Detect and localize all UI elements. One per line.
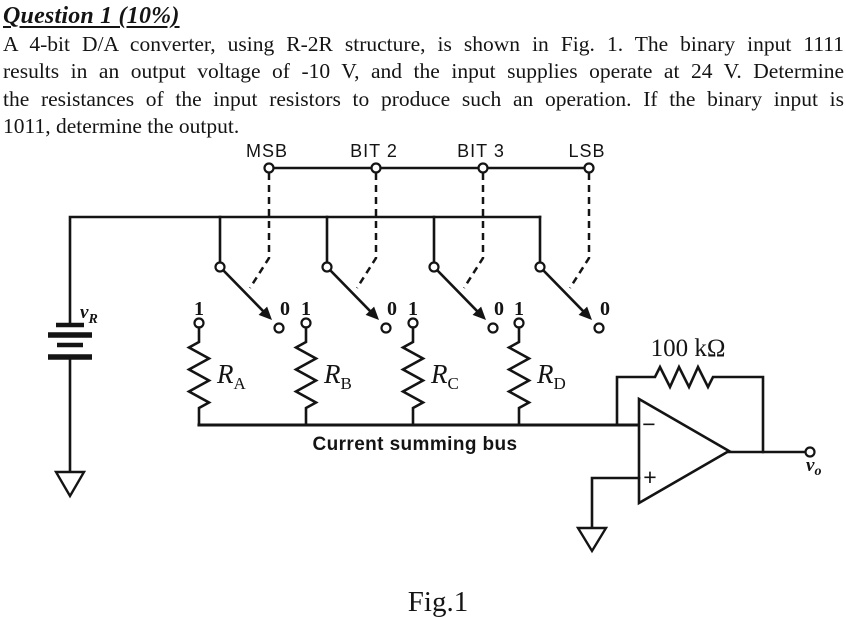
body-line-3: the resistances of the input resistors t… bbox=[3, 86, 844, 111]
reference-supply-rail bbox=[68, 215, 542, 327]
position-0-label: 0 bbox=[494, 298, 504, 320]
question-body: A 4-bit D/A converter, using R-2R struct… bbox=[3, 31, 844, 141]
switch-arrowhead-icon bbox=[578, 306, 592, 320]
resistor-label: RC bbox=[430, 359, 459, 393]
ground-arrow-icon bbox=[575, 526, 609, 554]
bit-node-terminal bbox=[477, 162, 489, 174]
position-0-terminal bbox=[273, 322, 285, 334]
feedback-network: 100 kΩ bbox=[615, 335, 765, 454]
position-0-terminal bbox=[487, 322, 499, 334]
position-0-terminal bbox=[380, 322, 392, 334]
resistor-label: RB bbox=[323, 359, 352, 393]
position-1-terminal bbox=[193, 317, 205, 329]
resistor-label: RD bbox=[536, 359, 566, 393]
switch-arrowhead-icon bbox=[472, 306, 486, 320]
bit-label-bit2: BIT 2 bbox=[350, 141, 398, 161]
position-1-terminal bbox=[300, 317, 312, 329]
switch-arrowhead-icon bbox=[258, 306, 272, 320]
position-1-terminal bbox=[407, 317, 419, 329]
bus-label: Current summing bus bbox=[312, 434, 517, 455]
switch-wiper bbox=[541, 268, 587, 315]
switch-arrowhead-icon bbox=[365, 306, 379, 320]
input-resistor bbox=[186, 326, 212, 427]
opamp: − + bbox=[575, 396, 732, 554]
switch-pivot-terminal bbox=[214, 261, 226, 273]
switch-group-bit3: BIT 3 1 0 RC bbox=[400, 141, 505, 427]
switch-group-msb: MSB 1 0 RA bbox=[186, 141, 290, 427]
switch-wiper bbox=[221, 268, 267, 315]
position-1-terminal bbox=[513, 317, 525, 329]
bit-label-msb: MSB bbox=[246, 141, 288, 161]
resistor-label: RA bbox=[216, 359, 247, 393]
bit-node-terminal bbox=[370, 162, 382, 174]
bit-label-lsb: LSB bbox=[568, 141, 605, 161]
position-0-terminal bbox=[593, 322, 605, 334]
feedback-resistor bbox=[615, 363, 765, 454]
inverting-input-label: − bbox=[642, 411, 655, 437]
control-dashed-link bbox=[462, 173, 485, 289]
switch-group-bit2: BIT 2 1 0 RB bbox=[293, 141, 398, 427]
position-1-label: 1 bbox=[514, 298, 524, 320]
figure-caption: Fig.1 bbox=[408, 586, 468, 617]
input-resistor bbox=[400, 326, 426, 427]
question-text-block: Question 1 (10%) A 4-bit D/A converter, … bbox=[0, 0, 846, 141]
position-0-label: 0 bbox=[387, 298, 397, 320]
bit-label-bit3: BIT 3 bbox=[457, 141, 505, 161]
noninverting-ground-wire bbox=[590, 476, 641, 530]
output-terminal bbox=[804, 446, 816, 458]
body-line-2: results in an output voltage of -10 V, a… bbox=[3, 59, 844, 84]
bit-node-terminal bbox=[583, 162, 595, 174]
body-line-4: 1011, determine the output. bbox=[3, 114, 240, 139]
output-node: vo bbox=[727, 446, 821, 479]
switch-pivot-terminal bbox=[321, 261, 333, 273]
switch-group-lsb: LSB 1 0 RD bbox=[506, 141, 610, 427]
ground-arrow-icon bbox=[53, 470, 87, 499]
source-label: vR bbox=[80, 302, 98, 327]
dac-circuit-figure: vR MSB 1 0 RA BIT 2 1 0 RB bbox=[48, 141, 821, 617]
control-dashed-link bbox=[568, 173, 591, 289]
noninverting-input-label: + bbox=[643, 464, 656, 490]
control-dashed-link bbox=[355, 173, 378, 289]
opamp-triangle bbox=[637, 396, 732, 506]
feedback-resistor-value: 100 kΩ bbox=[651, 335, 726, 362]
input-resistor bbox=[506, 326, 532, 427]
input-resistor bbox=[293, 326, 319, 427]
body-line-1: A 4-bit D/A converter, using R-2R struct… bbox=[3, 32, 844, 56]
control-dashed-link bbox=[248, 173, 271, 289]
switch-wiper bbox=[328, 268, 374, 315]
switch-pivot-terminal bbox=[534, 261, 546, 273]
output-label: vo bbox=[806, 455, 821, 479]
position-0-label: 0 bbox=[600, 298, 610, 320]
position-1-label: 1 bbox=[408, 298, 418, 320]
switch-wiper bbox=[435, 268, 481, 315]
bit-node-terminal bbox=[263, 162, 275, 174]
position-1-label: 1 bbox=[194, 298, 204, 320]
question-title: Question 1 (10%) bbox=[3, 3, 180, 29]
position-1-label: 1 bbox=[301, 298, 311, 320]
switch-pivot-terminal bbox=[428, 261, 440, 273]
position-0-label: 0 bbox=[280, 298, 290, 320]
reference-voltage-source: vR bbox=[48, 302, 98, 499]
